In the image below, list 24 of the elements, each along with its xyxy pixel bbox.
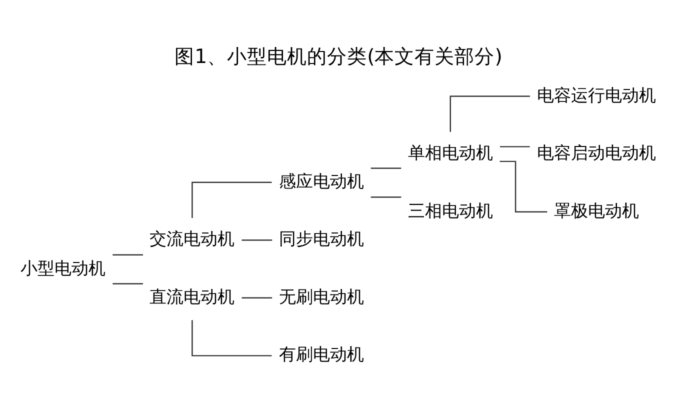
node-text: 三相电动机	[407, 201, 492, 222]
node-text: 电容运行电动机	[536, 86, 656, 106]
node-text: 无刷电动机	[278, 287, 364, 308]
diagram-title: 图1、小型电机的分类(本文有关部分)	[174, 44, 502, 68]
node-text: 同步电动机	[278, 230, 364, 250]
node-text: 单相电动机	[407, 144, 492, 164]
node-text: 直流电动机	[149, 287, 234, 308]
node-text: 电容启动电动机	[536, 144, 656, 164]
connector	[241, 297, 272, 299]
connector	[112, 254, 142, 256]
connector	[499, 160, 547, 212]
connector	[370, 196, 401, 198]
connector	[499, 146, 530, 148]
node-text: 交流电动机	[149, 230, 234, 250]
connector	[241, 240, 272, 241]
connector	[191, 320, 272, 356]
connector	[370, 168, 401, 169]
node-text: 小型电动机	[20, 259, 106, 280]
connector	[191, 182, 272, 218]
node-text: 感应电动机	[278, 172, 364, 192]
node-text: 有刷电动机	[278, 345, 364, 366]
connector	[449, 96, 530, 132]
connector	[112, 283, 142, 284]
node-text: 罩极电动机	[554, 201, 639, 222]
